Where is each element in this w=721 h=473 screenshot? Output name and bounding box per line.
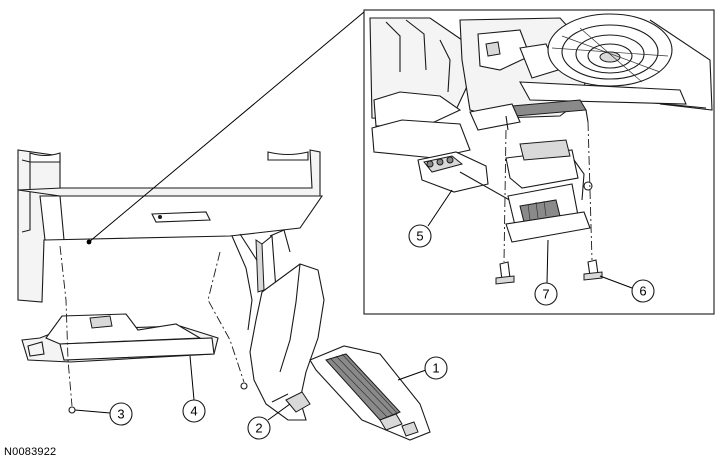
callout-1-label: 1 (432, 361, 439, 376)
callout-2-label: 2 (255, 421, 262, 436)
diagram-id: N0083922 (4, 446, 57, 458)
callout-6: 6 (599, 275, 655, 303)
callout-5-label: 5 (416, 229, 423, 244)
callout-4-label: 4 (190, 404, 197, 419)
inset-pointer-line (88, 11, 365, 243)
callout-1: 1 (397, 356, 448, 381)
inset-frame (363, 9, 715, 315)
callout-7: 7 (534, 239, 558, 306)
callout-3-label: 3 (117, 407, 124, 422)
blower-housing-inset (369, 13, 713, 285)
callout-4: 4 (182, 355, 206, 423)
callout-2: 2 (247, 403, 291, 440)
callout-6-label: 6 (639, 284, 646, 299)
callout-3: 3 (74, 402, 133, 426)
callout-7-label: 7 (542, 287, 549, 302)
instrument-panel-view (17, 149, 431, 441)
callout-5: 5 (408, 189, 453, 248)
